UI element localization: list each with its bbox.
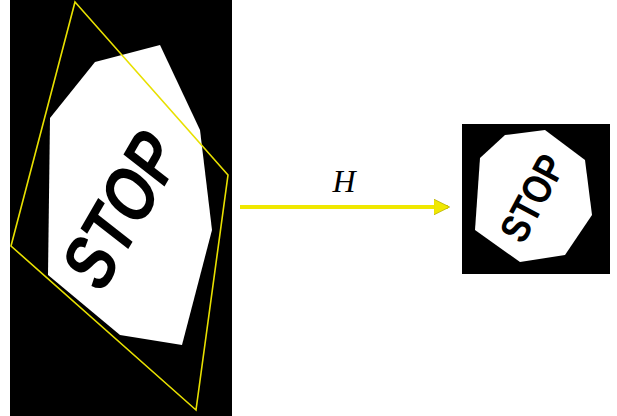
transform-arrow [240, 205, 448, 209]
sign-image: STOP [462, 124, 610, 274]
bounding-quad [11, 2, 228, 410]
sign-image: STOP [10, 0, 232, 416]
edge-label: H [332, 165, 355, 197]
sign-octagon [475, 130, 592, 262]
